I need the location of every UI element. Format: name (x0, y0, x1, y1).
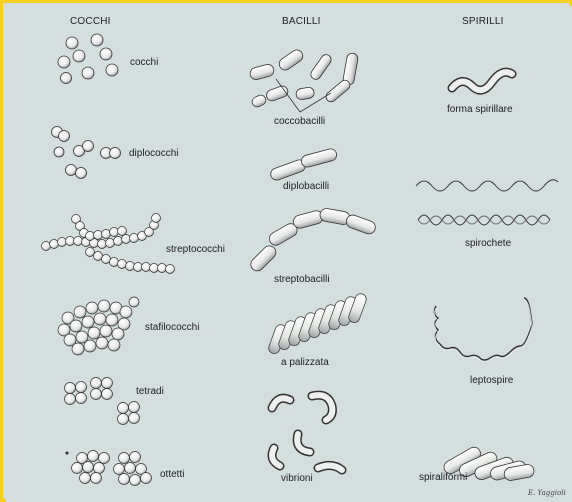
label-leptospire: leptospire (470, 375, 513, 386)
spirochete-drawing (416, 180, 558, 225)
label-spirochete: spirochete (465, 238, 511, 249)
artist-signature: E. Yaggioli (528, 489, 566, 497)
tetradi-drawing (65, 378, 140, 425)
label-coccobacilli: coccobacilli (274, 116, 325, 127)
streptococchi-drawing (42, 214, 175, 274)
label-stafilococchi: stafilococchi (145, 322, 199, 333)
label-palizzata: a palizzata (281, 357, 329, 368)
vibrioni-highlight (272, 395, 342, 470)
streptobacilli-drawing (248, 207, 377, 273)
cocchi-drawing (58, 34, 118, 84)
palizzata-drawing (267, 292, 368, 355)
column-header-bacilli: BACILLI (282, 16, 321, 27)
label-diplococchi: diplococchi (129, 148, 178, 159)
coccobacilli-drawing (249, 48, 359, 109)
ottetti-drawing (66, 451, 152, 486)
label-vibrioni: vibrioni (281, 473, 313, 484)
stafilococchi-drawing (58, 297, 139, 355)
label-ottetti: ottetti (160, 469, 184, 480)
leptospire-drawing (434, 298, 532, 362)
bacteria-illustration (6, 6, 572, 502)
label-forma-spirillare: forma spirillare (447, 104, 513, 115)
label-tetradi: tetradi (136, 386, 164, 397)
label-streptococchi: streptococchi (166, 244, 225, 255)
diplobacilli-drawing (269, 148, 338, 182)
spirillare-drawing (452, 72, 512, 90)
diplococchi-drawing (52, 127, 121, 179)
label-spiraliformi: spiraliformi (419, 472, 467, 483)
illustration-plate: COCCHI BACILLI SPIRILLI cocchi diplococc… (6, 6, 572, 502)
column-header-spirilli: SPIRILLI (462, 16, 504, 27)
column-header-cocchi: COCCHI (70, 16, 111, 27)
label-cocchi: cocchi (130, 57, 158, 68)
label-streptobacilli: streptobacilli (274, 274, 330, 285)
label-diplobacilli: diplobacilli (283, 181, 329, 192)
